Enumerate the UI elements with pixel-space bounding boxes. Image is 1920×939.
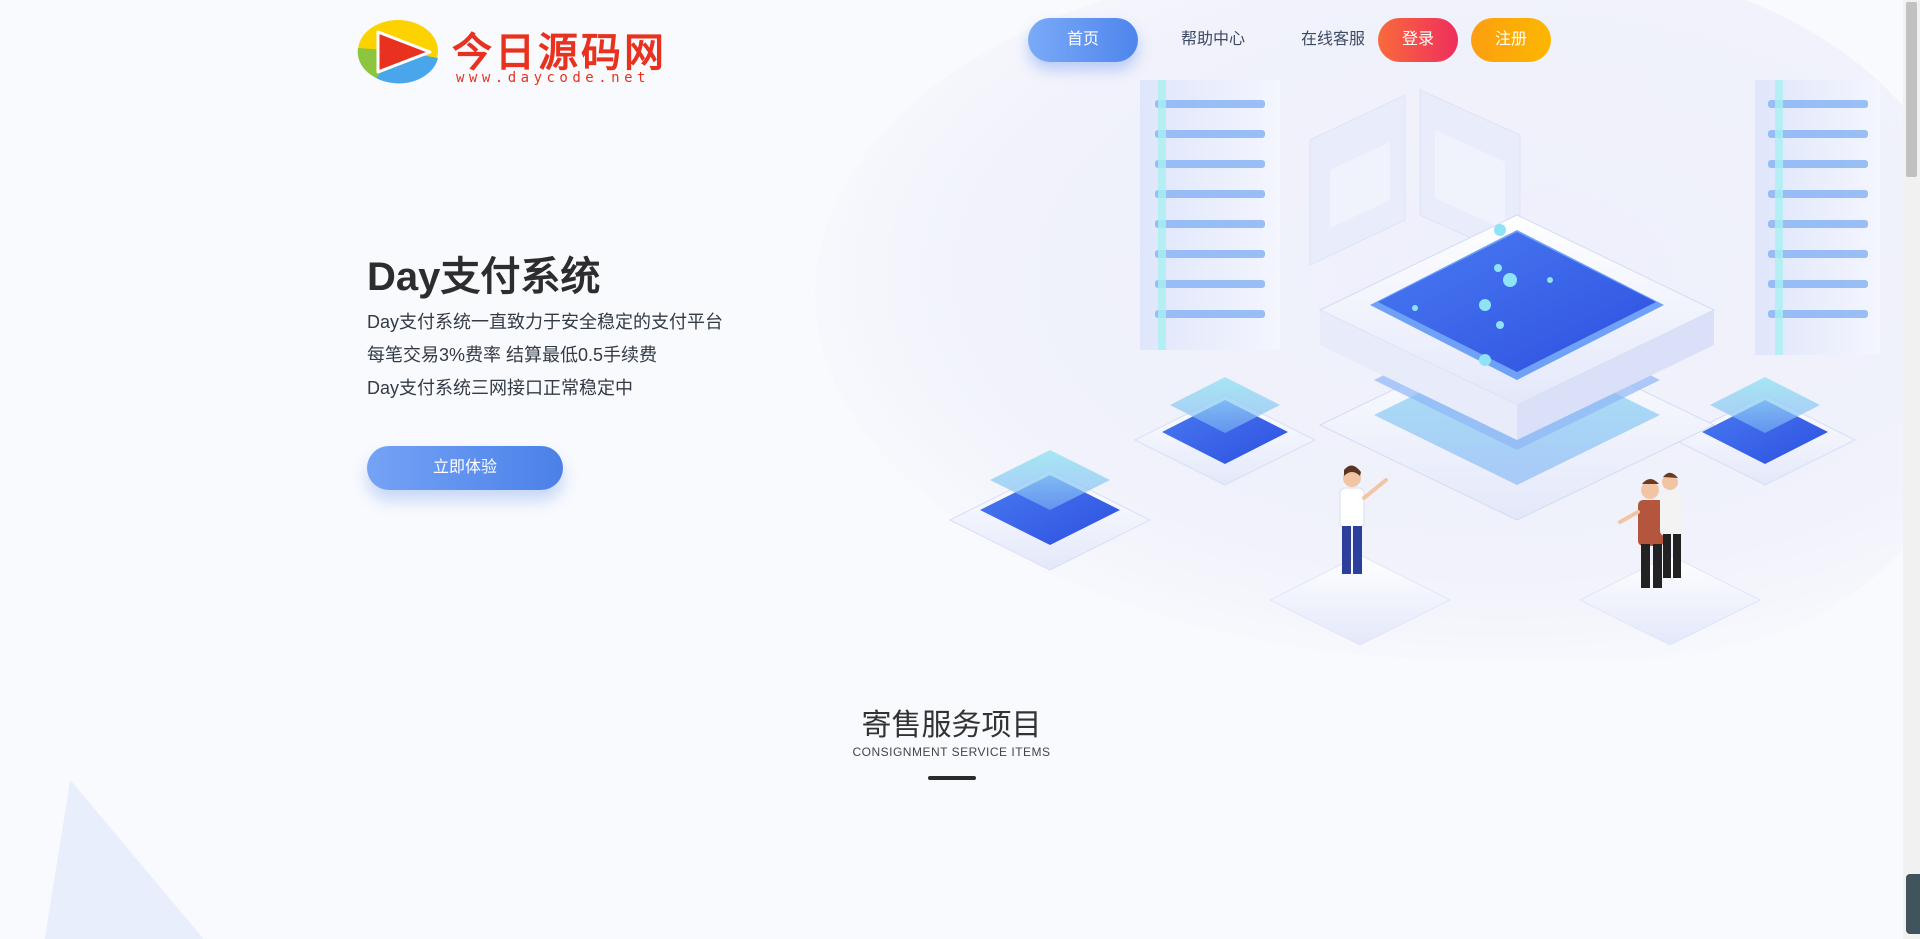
- background-corner-shape: [0, 780, 230, 939]
- person-figure-left: [1339, 465, 1388, 574]
- scrollbar-thumb[interactable]: [1906, 2, 1917, 177]
- hero-description: Day支付系统一直致力于安全稳定的支付平台 每笔交易3%费率 结算最低0.5手续…: [367, 306, 723, 405]
- login-button[interactable]: 登录: [1378, 18, 1458, 62]
- hero-line: 每笔交易3%费率 结算最低0.5手续费: [367, 345, 658, 365]
- header: 今日源码网 www.daycode.net 首页 帮助中心 在线客服 登录 注册: [0, 0, 1920, 86]
- hero-title: Day支付系统: [367, 255, 601, 299]
- hero-line: Day支付系统三网接口正常稳定中: [367, 378, 634, 398]
- play-button-logo-icon: [357, 20, 438, 84]
- nav-home-button[interactable]: 首页: [1028, 18, 1138, 62]
- hero-line: Day支付系统一直致力于安全稳定的支付平台: [367, 312, 724, 332]
- section-subtitle: CONSIGNMENT SERVICE ITEMS: [852, 745, 1051, 759]
- server-datacenter-illustration: [948, 80, 1880, 646]
- nav-help-link[interactable]: 帮助中心: [1180, 31, 1245, 48]
- floating-side-widget[interactable]: [1906, 874, 1920, 934]
- logo[interactable]: 今日源码网 www.daycode.net: [356, 18, 696, 88]
- logo-subtitle: www.daycode.net: [456, 70, 650, 86]
- section-title: 寄售服务项目: [861, 708, 1042, 743]
- section-divider: [928, 776, 976, 780]
- person-figures-right: [1618, 472, 1682, 588]
- nav-service-link[interactable]: 在线客服: [1300, 31, 1365, 48]
- logo-title: 今日源码网: [452, 30, 667, 76]
- try-now-button[interactable]: 立即体验: [367, 446, 563, 490]
- page-scrollbar[interactable]: [1903, 0, 1920, 939]
- register-button[interactable]: 注册: [1471, 18, 1551, 62]
